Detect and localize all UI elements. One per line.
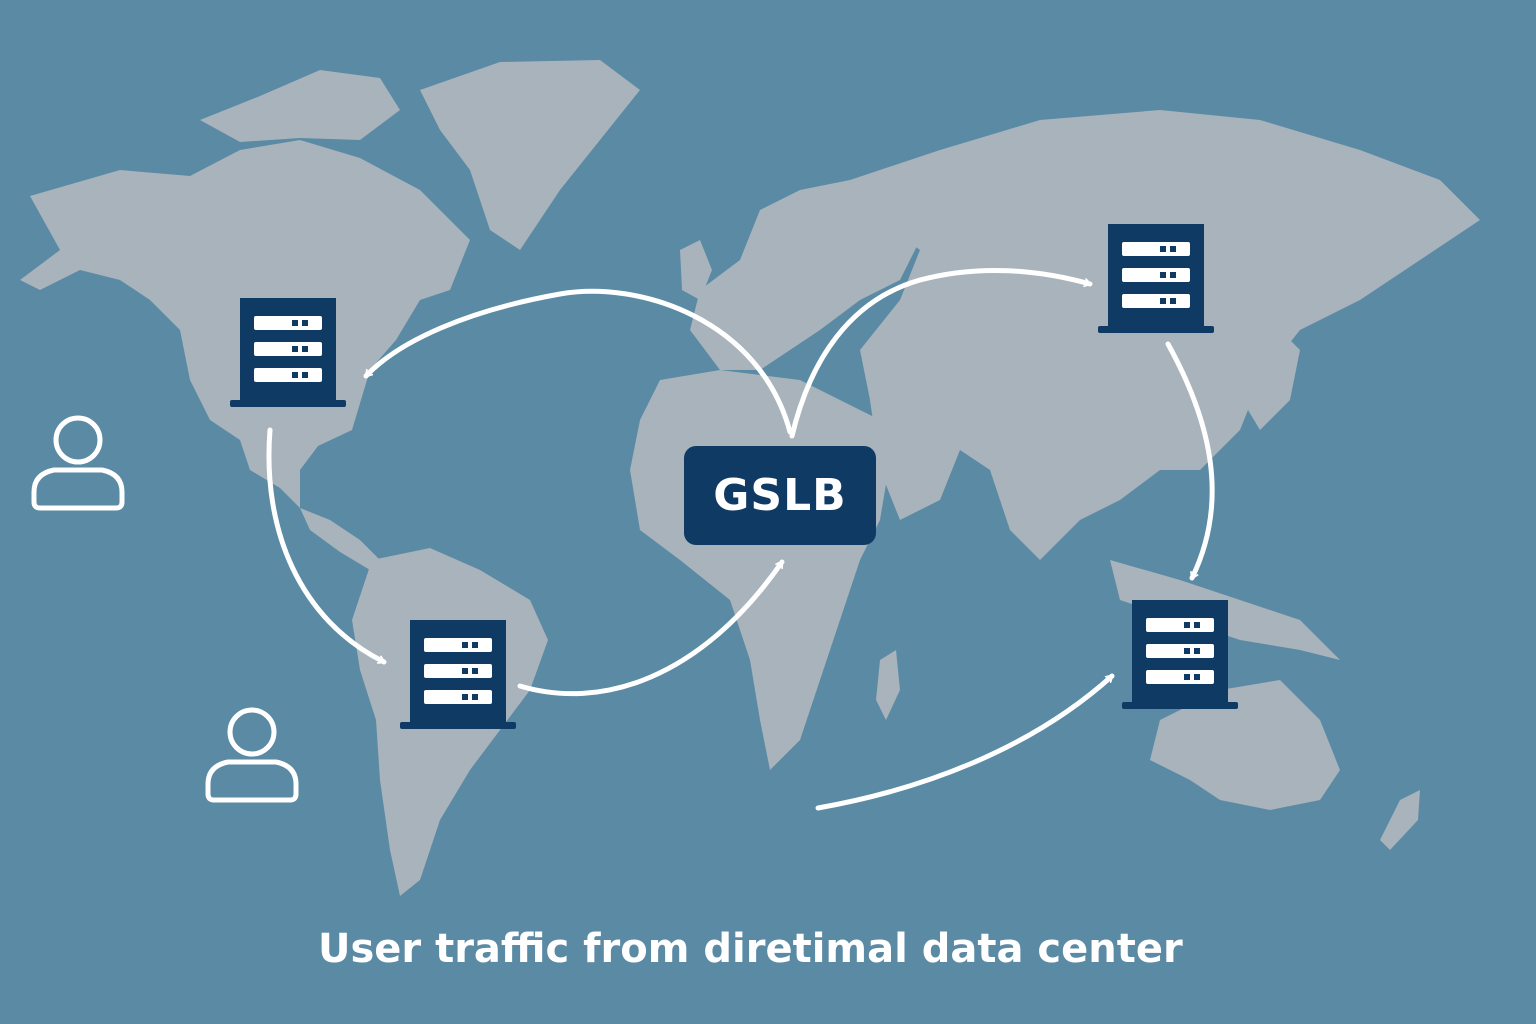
user-icon	[34, 418, 122, 508]
arrow-north-america-to-south-america	[266, 427, 387, 665]
arrow-gslb-to-north-america	[363, 288, 793, 435]
asia	[850, 110, 1480, 560]
server-rack-icon	[400, 620, 516, 729]
europe	[690, 180, 920, 370]
server-rack-icon	[230, 298, 346, 407]
arrow-south-america-to-gslb	[517, 559, 785, 697]
greenland	[420, 60, 640, 250]
server-rack-icon	[1122, 600, 1238, 709]
gslb-label: GSLB	[713, 470, 847, 521]
diagram-caption: User traffic from diretimal data center	[318, 926, 1183, 972]
traffic-arrows	[266, 267, 1215, 811]
gslb-node: GSLB	[684, 446, 876, 545]
new-zealand	[1380, 790, 1420, 850]
australia	[1150, 680, 1340, 810]
madagascar	[876, 650, 900, 720]
arrow-asia-to-southeast-asia	[1165, 341, 1215, 581]
arrow-gslb-to-asia	[789, 267, 1093, 439]
arabia	[870, 400, 960, 520]
uk	[680, 240, 712, 300]
user-icon	[208, 710, 296, 800]
africa	[630, 370, 890, 770]
arrow-ocean-to-southeast-asia	[815, 673, 1115, 811]
japan	[1248, 330, 1300, 430]
central-america	[300, 508, 380, 570]
arctic-islands	[200, 70, 400, 142]
server-rack-icon	[1098, 224, 1214, 333]
